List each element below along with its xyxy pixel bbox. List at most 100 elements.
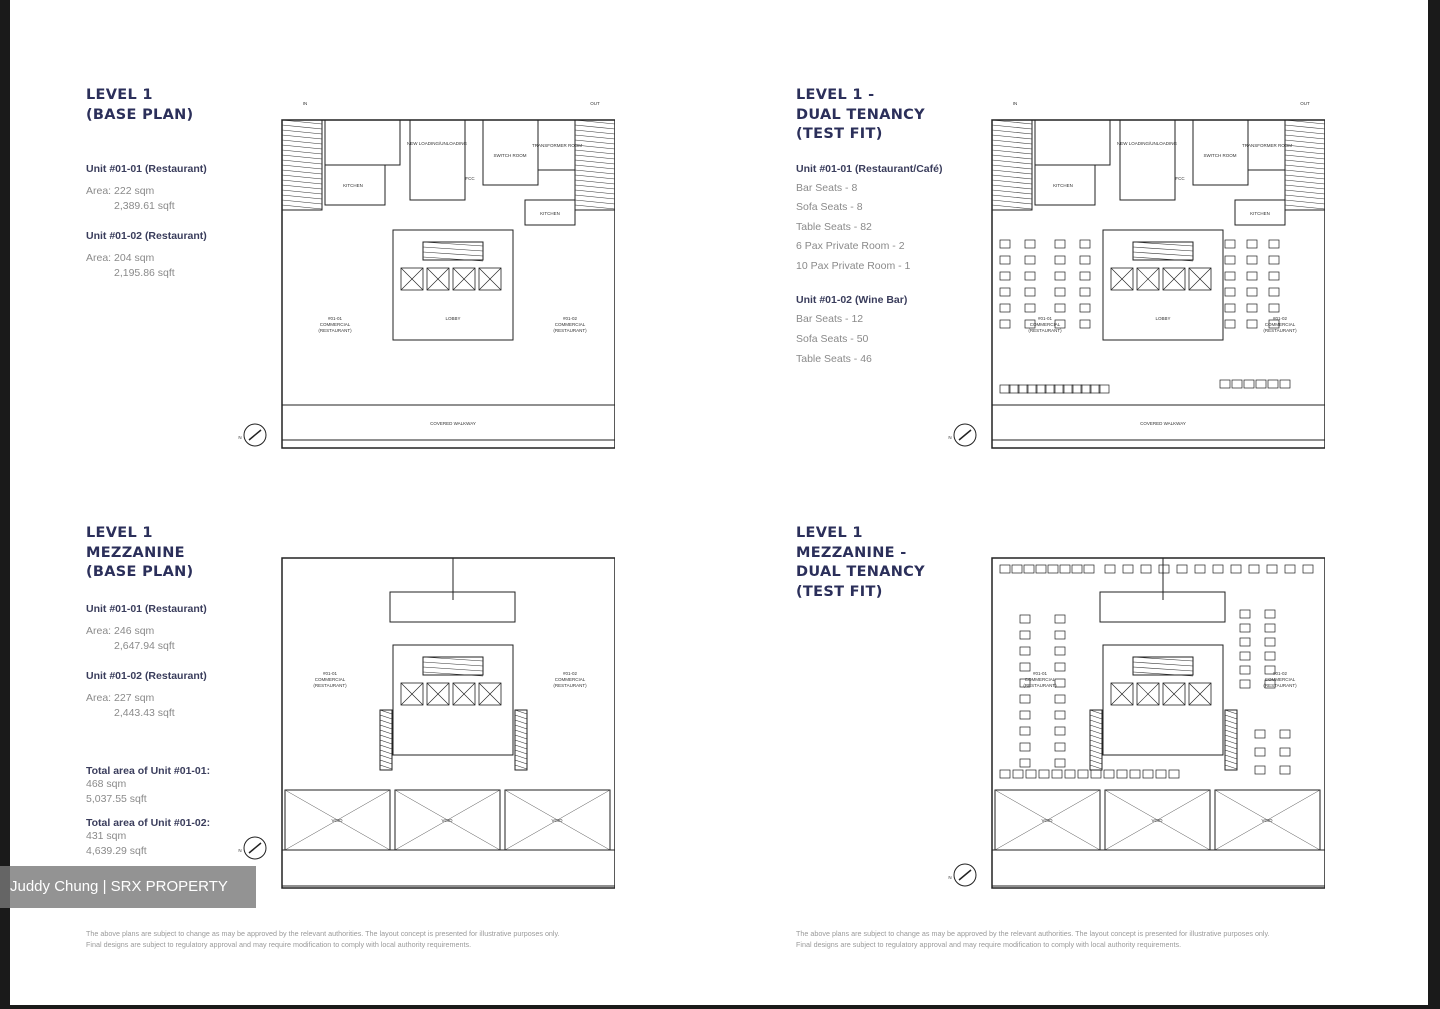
stair-hatch: [379, 764, 393, 770]
table-seat: [1054, 239, 1066, 249]
seat-count: Sofa Seats - 8: [796, 201, 863, 214]
stair: [1089, 709, 1103, 771]
table-seat: [1008, 384, 1020, 394]
wall: [1034, 119, 1111, 166]
room-label: COMMERCIAL: [555, 322, 586, 327]
table-seat: [999, 384, 1011, 394]
table-seat: [999, 564, 1011, 574]
stair-hatch: [574, 169, 615, 175]
stair-hatch: [379, 709, 393, 715]
table-seat: [1071, 564, 1083, 574]
total-sqft: 4,639.29 sqft: [86, 844, 147, 857]
table-seat: [1079, 287, 1091, 297]
stair-hatch: [1132, 656, 1194, 662]
table-seat: [1246, 319, 1258, 329]
stair-hatch: [574, 199, 615, 205]
table-seat: [1079, 239, 1091, 249]
stair-hatch: [1284, 159, 1325, 165]
table-seat: [1079, 303, 1091, 313]
table-seat: [1268, 271, 1280, 281]
lift-x: [1136, 267, 1160, 291]
room-label: KITCHEN: [1053, 183, 1073, 188]
table-seat: [1038, 769, 1050, 779]
stair-hatch: [422, 666, 484, 672]
stair: [379, 709, 393, 771]
table-seat: [1246, 239, 1258, 249]
room-label: COVERED WALKWAY: [430, 421, 476, 426]
table-seat: [1098, 384, 1110, 394]
table-seat: [1064, 769, 1076, 779]
table-seat: [999, 271, 1011, 281]
lift: [426, 267, 450, 291]
stair-hatch: [1089, 734, 1103, 740]
stair-hatch: [574, 204, 615, 210]
stair-hatch: [574, 194, 615, 200]
table-seat: [1019, 694, 1031, 704]
stair-hatch: [514, 714, 528, 720]
room-label: KITCHEN: [540, 211, 560, 216]
stair-hatch: [574, 139, 615, 145]
lift: [1136, 682, 1160, 706]
wall: [389, 591, 516, 623]
wall: [324, 119, 401, 166]
outer-wall: [991, 119, 1325, 449]
table-seat: [1054, 678, 1066, 688]
room-label: TRANSFORMER ROOM: [1242, 143, 1292, 148]
table-seat: [1239, 623, 1251, 633]
stair-hatch: [514, 729, 528, 735]
walkway: [991, 849, 1325, 887]
table-seat: [1083, 564, 1095, 574]
stair-hatch: [281, 164, 323, 170]
room-label: COMMERCIAL: [1030, 322, 1061, 327]
table-seat: [1023, 564, 1035, 574]
table-seat: [1035, 384, 1047, 394]
area-sqft: 2,195.86 sqft: [114, 267, 175, 279]
table-seat: [1266, 564, 1278, 574]
room-label: (RESTAURANT): [553, 328, 587, 333]
table-seat: [1012, 769, 1024, 779]
area-sqft: 2,443.43 sqft: [114, 706, 175, 719]
room-label: TRANSFORMER ROOM: [532, 143, 582, 148]
stair-hatch: [1284, 119, 1325, 125]
stair-hatch: [1089, 739, 1103, 745]
table-seat: [1231, 379, 1243, 389]
table-seat: [1024, 271, 1036, 281]
core: [392, 644, 514, 756]
table-seat: [1264, 637, 1276, 647]
seat-count: Bar Seats - 12: [796, 313, 864, 326]
stair-hatch: [1089, 764, 1103, 770]
stair-hatch: [991, 179, 1033, 185]
compass-needle: [248, 429, 262, 441]
seat-count: Table Seats - 46: [796, 352, 872, 365]
stair-hatch: [1284, 139, 1325, 145]
disclaimer: The above plans are subject to change as…: [796, 929, 1270, 949]
table-seat: [999, 319, 1011, 329]
table-seat: [1268, 239, 1280, 249]
seat-count: Sofa Seats - 50: [796, 333, 869, 346]
wall: [1099, 591, 1226, 623]
total-heading: Total area of Unit #01-01:: [86, 764, 211, 777]
table-seat: [1054, 630, 1066, 640]
table-seat: [1051, 769, 1063, 779]
room-label: VOID: [1151, 818, 1163, 823]
stair-hatch: [1089, 759, 1103, 765]
level1-dual-tenancy-info: LEVEL 1 -DUAL TENANCY(TEST FIT) Unit #01…: [796, 86, 976, 369]
table-seat: [1079, 255, 1091, 265]
room-label: #01-01: [328, 316, 343, 321]
wall: [524, 199, 576, 226]
level1-base-plan-info: LEVEL 1(BASE PLAN) Unit #01-01 (Restaura…: [86, 86, 266, 281]
stair-hatch: [1224, 714, 1238, 720]
wall: [537, 119, 576, 171]
table-seat: [1054, 646, 1066, 656]
stair-hatch: [574, 124, 615, 130]
lift-x: [1188, 682, 1212, 706]
table-seat: [1254, 765, 1266, 775]
table-seat: [1264, 609, 1276, 619]
north-compass-icon: [953, 423, 977, 447]
stair-hatch: [1284, 199, 1325, 205]
unit-heading: Unit #01-01 (Restaurant/Café): [796, 162, 943, 175]
